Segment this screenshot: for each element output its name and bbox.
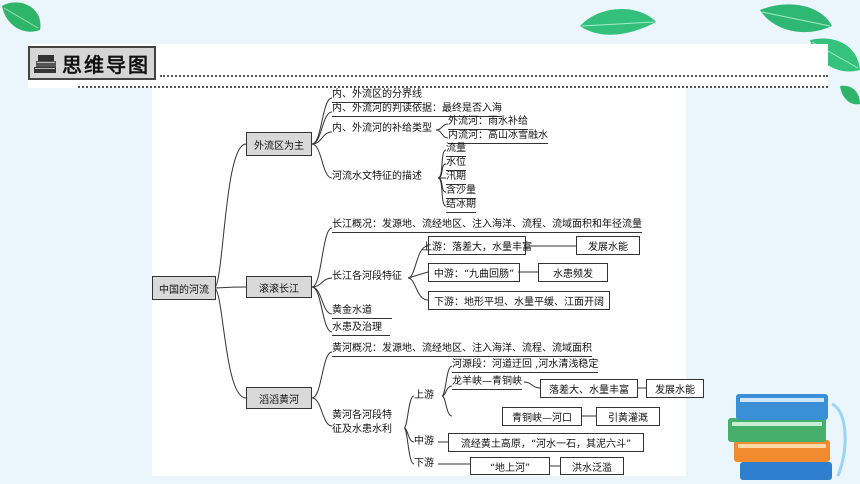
branch1-supply-outflow: 外流河：雨水补给 <box>448 116 528 130</box>
yellow-river-source: 河源段：河道迂回 ,河水清浅稳定 <box>452 359 599 373</box>
hydrology-sub-item: 流量 <box>446 143 466 157</box>
yangtze-segments: 长江各河段特征 <box>332 271 402 282</box>
yellow-river-segments-line2: 征及水患水利 <box>332 424 392 435</box>
hydrology-sub-item: 结冰期 <box>446 199 476 213</box>
yellow-river-longyang: 龙羊峡—青铜峡 <box>452 376 522 390</box>
dotted-rule-bottom <box>78 86 828 88</box>
yellow-river-longyang-use: 发展水能 <box>646 379 704 398</box>
yangtze-middle-issue: 水患频发 <box>538 263 608 282</box>
yellow-river-lower: 下游 <box>414 458 434 469</box>
yellow-river-longyang-feature: 落差大、水量丰富 <box>540 379 638 398</box>
yellow-river-middle-desc: 流经黄土高原，“河水一石，其泥六斗” <box>448 433 644 452</box>
branch-node-yellow-river: 滔滔黄河 <box>246 387 312 409</box>
yellow-river-middle: 中游 <box>414 436 434 447</box>
title-badge: 思维导图 <box>28 46 156 80</box>
yellow-river-lower-desc: “地上河” <box>470 457 550 475</box>
yellow-river-qingtong: 青铜峡—河口 <box>502 407 582 426</box>
yangtze-golden-waterway: 黄金水道 <box>332 305 392 319</box>
book-stack-decoration <box>728 394 847 480</box>
branch1-item-hydrology: 河流水文特征的描述 <box>332 171 422 182</box>
dotted-rule-top <box>160 75 828 77</box>
branch1-item-criteria: 内、外流河的判读依据：最终是否入海 <box>332 103 502 117</box>
branch1-item-supply: 内、外流河的补给类型 <box>332 123 432 134</box>
mind-map: 中国的河流 外流区为主 滚滚长江 滔滔黄河 内、外流区的分界线 内、外流河的判读… <box>152 88 704 476</box>
yangtze-lower: 下游：地形平坦、水量平缓、江面开阔 <box>428 291 610 310</box>
yellow-river-upper: 上游 <box>414 390 434 401</box>
books-icon <box>34 55 56 73</box>
yangtze-upper-use: 发展水能 <box>576 236 640 255</box>
branch-node-yangtze: 滚滚长江 <box>246 276 312 298</box>
header-band <box>28 44 828 88</box>
connector-lines <box>213 97 646 467</box>
page-title: 思维导图 <box>62 52 150 77</box>
branch1-item-divide: 内、外流区的分界线 <box>332 89 422 103</box>
yellow-river-segments-line1: 黄河各河段特 <box>332 410 392 421</box>
yellow-river-lower-issue: 洪水泛滥 <box>560 457 624 475</box>
branch-node-outflow: 外流区为主 <box>246 132 312 156</box>
hydrology-sub-item: 含沙量 <box>446 185 476 199</box>
yangtze-flood-control: 水患及治理 <box>332 322 390 336</box>
root-node: 中国的河流 <box>152 276 216 300</box>
yellow-river-overview: 黄河概况：发源地、流经地区、注入海洋、流程、流域面积 <box>332 343 592 357</box>
yangtze-overview: 长江概况：发源地、流经地区、注入海洋、流程、流域面积和年径流量 <box>332 219 642 233</box>
leaf-decoration-top-left <box>2 2 41 32</box>
hydrology-sub-item: 水位 <box>446 157 466 171</box>
yellow-river-qingtong-use: 引黄灌溉 <box>596 407 660 426</box>
yangtze-middle: 中游：“九曲回肠” <box>428 263 520 282</box>
yangtze-upper: 上游：落差大，水量丰富 <box>422 236 532 255</box>
branch1-supply-inland: 内流河：高山冰雪融水 <box>448 130 548 144</box>
hydrology-sub-item: 汛期 <box>446 171 466 185</box>
